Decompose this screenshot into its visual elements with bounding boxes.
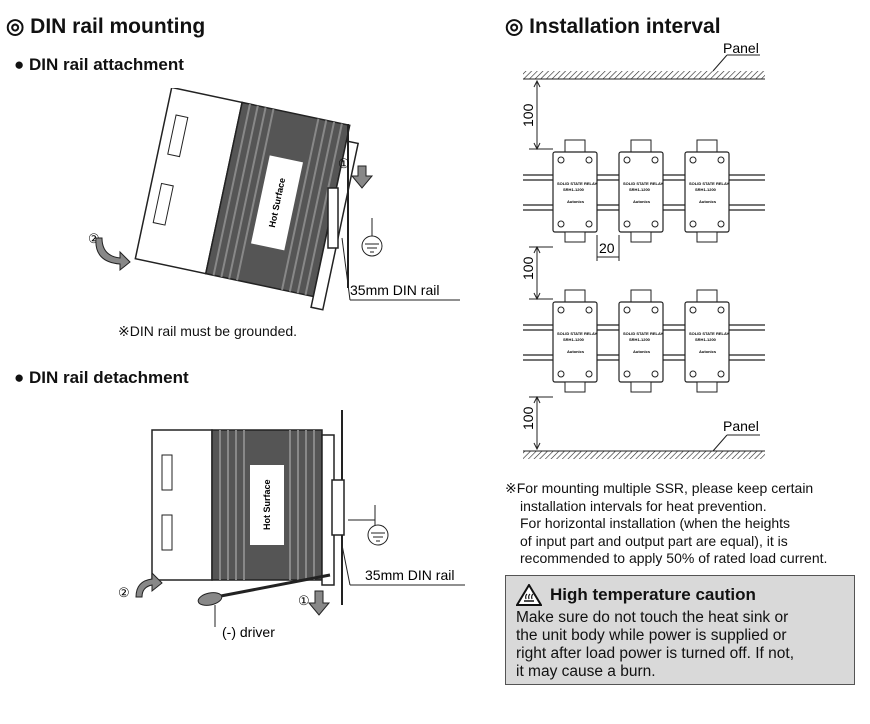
installation-interval-title: ◎ Installation interval [505, 15, 721, 38]
ssr-label: SOLID STATE RELAY [689, 181, 729, 186]
ssr-brand: Autonics [633, 349, 651, 354]
ground-note: ※DIN rail must be grounded. [118, 323, 298, 339]
din-rail-detachment-diagram: Hot Surface (-) driver ① ② 35mm DIN rail [118, 410, 465, 640]
dim-20: 20 [599, 240, 615, 256]
interval-note: ※For mounting multiple SSR, please keep … [505, 480, 827, 568]
dim-100-middle: 100 [520, 256, 536, 280]
arrow-down-icon [350, 165, 374, 189]
ground-icon [361, 235, 383, 257]
ssr-model: SRH1-1200 [695, 187, 717, 192]
din-rail-2 [331, 479, 345, 536]
note-line: recommended to apply 50% of rated load c… [520, 550, 828, 566]
ssr-model: SRH1-1200 [695, 337, 717, 342]
panel-top [523, 71, 765, 79]
hot-surface-label-2: Hot Surface [262, 479, 272, 530]
rotate-arrow-icon-2 [135, 571, 163, 598]
panel-top-label: Panel [723, 40, 759, 56]
caution-line: it may cause a burn. [516, 663, 656, 680]
ssr-model: SRH1-1200 [629, 337, 651, 342]
ssr-front-cover-2 [151, 429, 213, 581]
ssr-brand: Autonics [633, 199, 651, 204]
ssr-brand: Autonics [699, 199, 717, 204]
rail-label-detachment: 35mm DIN rail [365, 567, 454, 583]
caution-line: right after load power is turned off. If… [516, 645, 795, 662]
din-rail-mounting-title: ◎ DIN rail mounting [6, 15, 206, 38]
ssr-model: SRH1-1200 [563, 337, 585, 342]
step-1-marker-2: ① [298, 593, 310, 608]
din-rail [327, 187, 339, 249]
dim-100-bottom: 100 [520, 406, 536, 430]
caution-line: Make sure do not touch the heat sink or [516, 609, 789, 626]
din-rail-attachment-diagram: Hot Surface ① ② 35mm DIN rail [88, 88, 460, 311]
ssr-label: SOLID STATE RELAY [623, 331, 663, 336]
ssr-label: SOLID STATE RELAY [689, 331, 729, 336]
din-rail-detachment-heading: ● DIN rail detachment [14, 368, 189, 387]
ssr-label: SOLID STATE RELAY [557, 181, 597, 186]
note-line: installation intervals for heat preventi… [520, 497, 767, 514]
step-2-marker-2: ② [118, 585, 130, 600]
panel-bottom [523, 451, 765, 459]
hot-surface-warning-icon [516, 584, 542, 606]
step-1-marker: ① [338, 156, 350, 171]
driver-label: (-) driver [222, 624, 275, 640]
panel-bottom-label: Panel [723, 418, 759, 434]
installation-interval-diagram: Panel Panel SOLID STATE RELAY SOLID STAT… [520, 40, 765, 459]
note-line: ※For mounting multiple SSR, please keep … [505, 480, 814, 496]
ssr-brand: Autonics [567, 199, 585, 204]
note-line: of input part and output part are equal)… [520, 532, 788, 549]
dim-100-top: 100 [520, 103, 536, 127]
ssr-brand: Autonics [567, 349, 585, 354]
high-temperature-caution-box: High temperature caution Make sure do no… [505, 575, 855, 685]
ssr-brand: Autonics [699, 349, 717, 354]
rail-label-attachment: 35mm DIN rail [350, 282, 439, 298]
ground-icon-2 [367, 524, 389, 546]
arrow-down-icon-2 [307, 590, 331, 616]
ssr-model: SRH1-1200 [563, 187, 585, 192]
din-rail-attachment-heading: ● DIN rail attachment [14, 55, 184, 74]
ssr-model: SRH1-1200 [629, 187, 651, 192]
caution-line: the unit body while power is supplied or [516, 627, 787, 644]
step-2-marker: ② [88, 231, 100, 246]
note-line: For horizontal installation (when the he… [520, 515, 791, 531]
ssr-label: SOLID STATE RELAY [623, 181, 663, 186]
ssr-label: SOLID STATE RELAY [557, 331, 597, 336]
caution-title: High temperature caution [550, 585, 756, 604]
rotate-arrow-icon [95, 237, 131, 272]
